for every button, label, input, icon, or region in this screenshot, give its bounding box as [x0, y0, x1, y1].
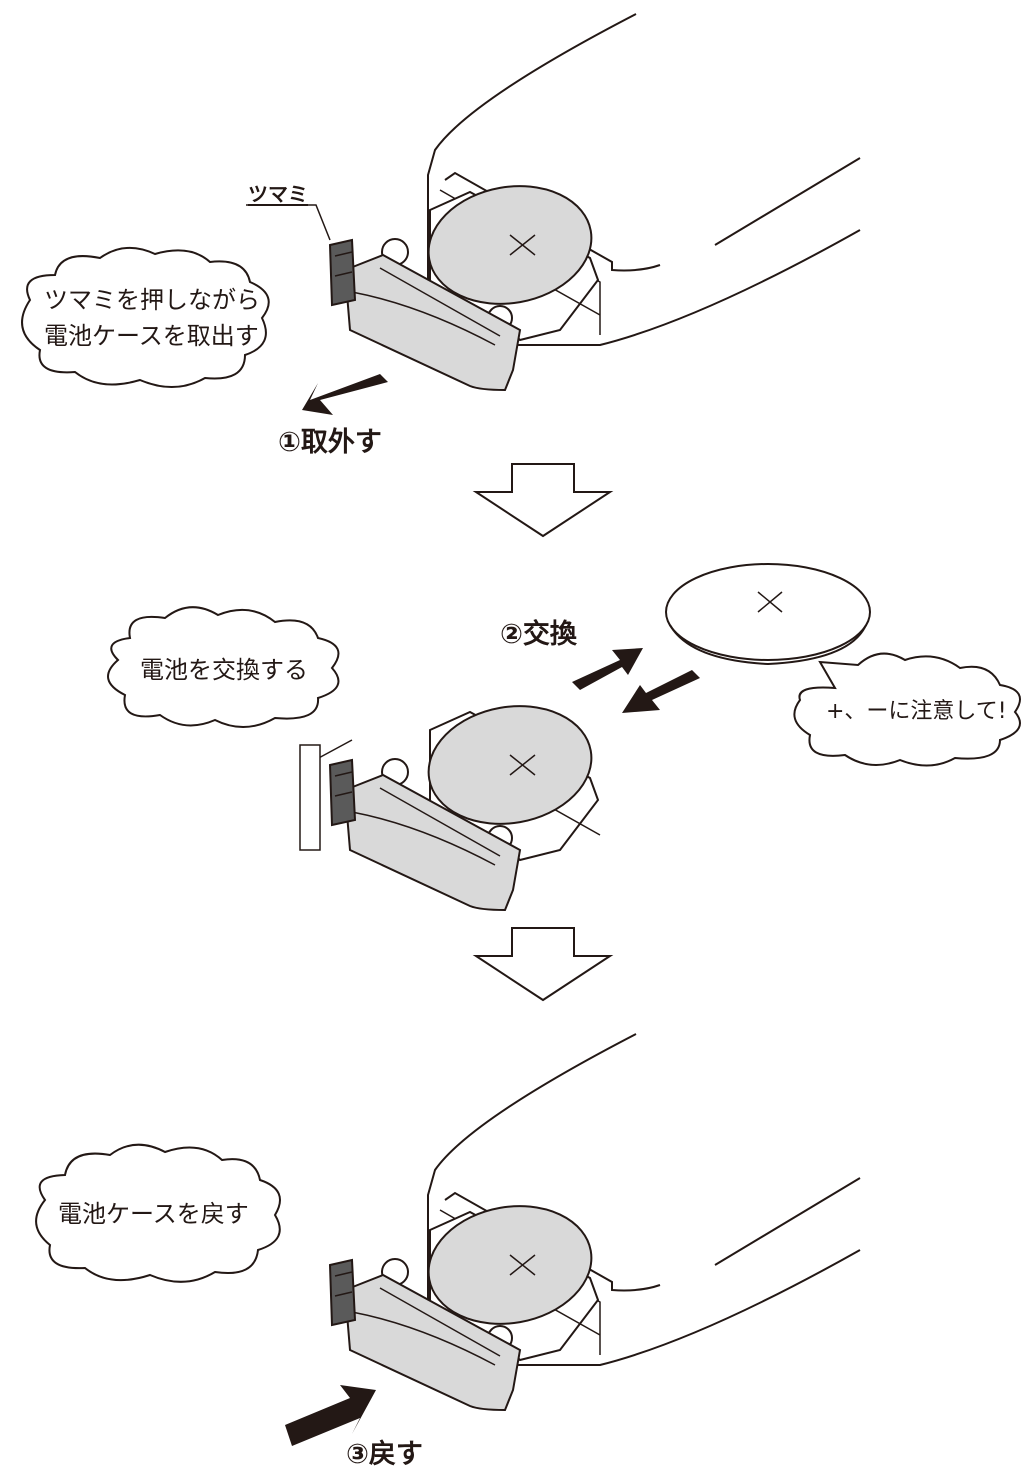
knob-callout-label: ツマミ — [248, 182, 308, 206]
remove-bubble-text: ツマミを押しながら 電池ケースを取出す — [44, 282, 260, 354]
instruction-bubble-return — [35, 1143, 281, 1283]
next-step-arrow-1 — [472, 463, 614, 538]
next-step-arrow-2 — [472, 927, 614, 1002]
push-in-arrow — [285, 1385, 376, 1446]
polarity-warning-bubble — [793, 652, 1021, 767]
insert-battery-arrow — [572, 648, 643, 690]
instruction-bubble-remove — [21, 247, 270, 389]
return-bubble-text: 電池ケースを戻す — [58, 1200, 249, 1228]
remove-bubble-line2: 電池ケースを取出す — [44, 322, 259, 350]
knob-leader-line — [246, 204, 331, 241]
step1-label: ①取外す — [278, 427, 382, 458]
replace-bubble-text: 電池を交換する — [140, 656, 308, 684]
step3-illustration — [35, 1033, 861, 1446]
instruction-bubble-replace — [107, 606, 340, 729]
coin-cell-battery — [665, 563, 871, 661]
remove-bubble-line1: ツマミを押しながら — [44, 286, 260, 314]
step3-label: ③戻す — [346, 1439, 423, 1470]
step1-illustration — [21, 13, 861, 415]
polarity-warning-text: +、ーに注意して! — [826, 699, 1007, 724]
pull-out-arrow — [302, 374, 388, 415]
step2-label: ②交換 — [500, 619, 577, 650]
remove-battery-arrow — [622, 670, 700, 713]
step2-illustration — [107, 563, 1021, 911]
